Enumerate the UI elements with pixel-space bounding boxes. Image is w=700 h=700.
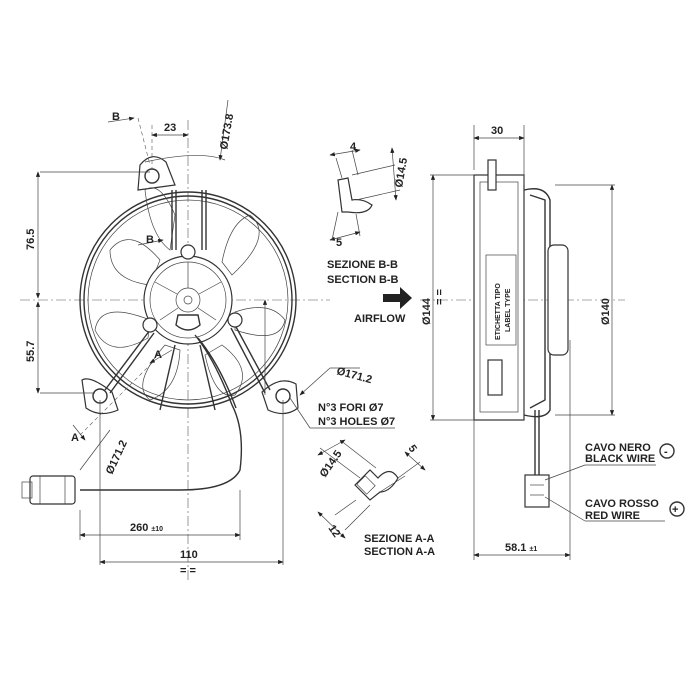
dimension-5-a: 5 xyxy=(406,443,419,455)
power-cable xyxy=(80,334,243,491)
dimension-4: 4 xyxy=(350,141,357,153)
airflow-indicator: AIRFLOW xyxy=(354,287,412,325)
positive-terminal-icon xyxy=(669,501,685,517)
dimension-diameter-14-5-b: Ø14.5 xyxy=(393,157,410,189)
motor-body xyxy=(547,244,569,356)
section-b-title-en: SECTION B-B xyxy=(327,274,399,286)
cable-connector xyxy=(21,475,76,505)
dimension-diameter-140: Ø140 xyxy=(600,298,612,325)
section-b-marker: B xyxy=(112,111,120,123)
support-struts xyxy=(104,190,271,411)
negative-terminal-icon xyxy=(659,443,675,459)
section-a-detail: Ø14.5 5 12 SEZIONE A-A SECTION A-A xyxy=(317,439,435,558)
holes-label-en: N°3 HOLES Ø7 xyxy=(318,416,395,428)
holes-label-it: N°3 FORI Ø7 xyxy=(318,402,384,414)
black-wire-label-en: BLACK WIRE xyxy=(585,453,655,465)
type-label-en: LABEL TYPE xyxy=(505,288,512,332)
dimension-58-1: 58.1 ±1 xyxy=(505,542,537,554)
symmetric-mark: = = xyxy=(180,565,196,577)
section-a-title-it: SEZIONE A-A xyxy=(364,533,435,545)
dimension-diameter-171-2-right: Ø171.2 xyxy=(335,365,373,386)
fan-blades xyxy=(94,187,286,401)
dimension-30: 30 xyxy=(491,125,503,137)
dimension-110: 110 xyxy=(180,549,198,561)
motor-hub xyxy=(142,244,243,345)
airflow-arrow-icon xyxy=(383,287,412,309)
fan-shroud-outer xyxy=(79,191,297,409)
black-wire-label-it: CAVO NERO xyxy=(585,442,651,454)
mounting-lugs xyxy=(81,156,299,415)
dimension-cable-length: 260 ±10 xyxy=(130,522,163,534)
red-wire-label-it: CAVO ROSSO xyxy=(585,498,659,510)
section-b-detail: 4 Ø14.5 5 SEZIONE B-B SECTION B-B xyxy=(327,141,410,286)
airflow-label: AIRFLOW xyxy=(354,313,406,325)
dimension-55-7: 55.7 xyxy=(25,341,37,362)
type-label-it: ETICHETTA TIPO xyxy=(495,283,502,340)
side-connector xyxy=(524,474,550,508)
fan-shroud-ring xyxy=(83,195,293,405)
section-b-marker-lower: B xyxy=(146,234,154,246)
dimension-diameter-171-2-left: Ø171.2 xyxy=(104,438,130,476)
dimension-12: 12 xyxy=(326,523,343,540)
type-label-box xyxy=(485,254,517,346)
dimension-5-b: 5 xyxy=(336,237,342,249)
negative-symbol: - xyxy=(664,446,668,458)
positive-symbol: + xyxy=(672,504,678,516)
front-view: B B A A 23 Ø173.8 76.5 55.7 Ø171.2 Ø171.… xyxy=(20,99,395,580)
dimension-diameter-144: Ø144 xyxy=(421,297,433,325)
dimension-76-5: 76.5 xyxy=(25,229,37,250)
side-symmetric-mark: = = xyxy=(434,289,446,305)
red-wire-label-en: RED WIRE xyxy=(585,510,640,522)
section-a-marker: A xyxy=(154,349,162,361)
dimension-23: 23 xyxy=(164,122,176,134)
section-a-marker-lower: A xyxy=(71,432,79,444)
side-view: ETICHETTA TIPO LABEL TYPE 30 Ø144 = = Ø1… xyxy=(420,125,685,560)
section-b-title-it: SEZIONE B-B xyxy=(327,259,398,271)
section-a-title-en: SECTION A-A xyxy=(364,546,435,558)
dimension-diameter-173-8: Ø173.8 xyxy=(218,113,236,151)
